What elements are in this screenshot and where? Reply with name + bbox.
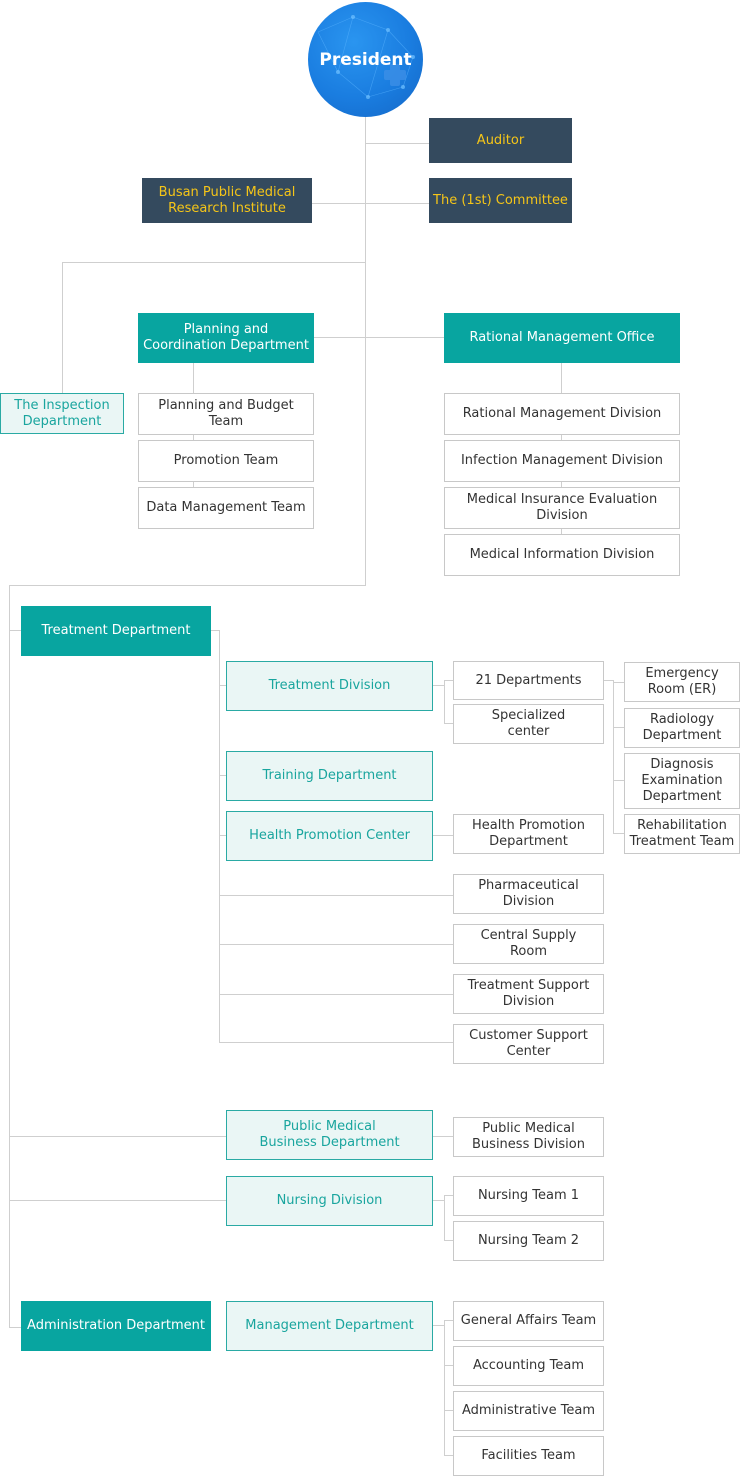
treatment-unit-box: Radiology Department: [624, 708, 740, 748]
auditor-box: Auditor: [429, 118, 572, 163]
treatment-unit-box: Rehabilitation Treatment Team: [624, 814, 740, 854]
connector-line: [313, 337, 444, 338]
connector-line: [9, 585, 366, 586]
nursing-division-box: Nursing Division: [226, 1176, 433, 1226]
president-node: President: [308, 2, 423, 117]
support-division-box: Customer Support Center: [453, 1024, 604, 1064]
connector-line: [444, 1195, 453, 1196]
connector-line: [603, 680, 614, 681]
connector-line: [444, 1410, 453, 1411]
rational-division-box: Infection Management Division: [444, 440, 680, 482]
treatment-unit-box: Emergency Room (ER): [624, 662, 740, 702]
connector-line: [9, 1136, 226, 1137]
support-division-box: Treatment Support Division: [453, 974, 604, 1014]
connector-line: [219, 835, 226, 836]
nursing-team-box: Nursing Team 1: [453, 1176, 604, 1216]
connector-line: [444, 723, 453, 724]
connector-line: [219, 685, 226, 686]
president-label: President: [319, 49, 412, 70]
connector-line: [444, 1320, 453, 1321]
administration-team-box: General Affairs Team: [453, 1301, 604, 1341]
administration-team-box: Facilities Team: [453, 1436, 604, 1476]
rational-division-box: Medical Insurance Evaluation Division: [444, 487, 680, 529]
connector-line: [219, 994, 453, 995]
planning-team-box: Promotion Team: [138, 440, 314, 482]
connector-line: [444, 1320, 445, 1456]
connector-line: [312, 203, 429, 204]
connector-line: [219, 1042, 453, 1043]
administration-team-box: Accounting Team: [453, 1346, 604, 1386]
support-division-box: Central Supply Room: [453, 924, 604, 964]
treatment-sub-box: 21 Departments: [453, 661, 604, 700]
public-medical-department-box: Public Medical Business Department: [226, 1110, 433, 1160]
connector-line: [432, 1136, 453, 1137]
connector-line: [9, 1200, 226, 1201]
connector-line: [432, 1200, 445, 1201]
connector-line: [444, 1195, 445, 1241]
connector-line: [444, 1365, 453, 1366]
public-medical-division-box: Public Medical Business Division: [453, 1117, 604, 1157]
health-promotion-department-box: Health Promotion Department: [453, 814, 604, 854]
management-department-box: Management Department: [226, 1301, 433, 1351]
connector-line: [444, 680, 453, 681]
connector-line: [432, 835, 453, 836]
administration-department-box: Administration Department: [21, 1301, 211, 1351]
connector-line: [219, 944, 453, 945]
treatment-department-box: Treatment Department: [21, 606, 211, 656]
planning-team-box: Planning and Budget Team: [138, 393, 314, 435]
connector-line: [62, 262, 366, 263]
connector-line: [219, 895, 453, 896]
connector-line: [219, 775, 226, 776]
connector-line: [432, 1325, 445, 1326]
rational-management-office-box: Rational Management Office: [444, 313, 680, 363]
connector-line: [62, 262, 63, 393]
connector-line: [432, 685, 445, 686]
support-division-box: Pharmaceutical Division: [453, 874, 604, 914]
rational-division-box: Medical Information Division: [444, 534, 680, 576]
administration-team-box: Administrative Team: [453, 1391, 604, 1431]
connector-line: [211, 630, 220, 631]
connector-line: [444, 680, 445, 724]
connector-line: [9, 630, 21, 631]
treatment-unit-box: Diagnosis Examination Department: [624, 753, 740, 809]
connector-line: [219, 630, 220, 1043]
connector-line: [9, 585, 10, 1328]
treatment-sub-box: Specialized center: [453, 704, 604, 744]
connector-line: [613, 727, 624, 728]
connector-line: [444, 1455, 453, 1456]
connector-line: [9, 1327, 21, 1328]
connector-line: [365, 116, 366, 586]
health-promotion-center-box: Health Promotion Center: [226, 811, 433, 861]
connector-line: [613, 680, 614, 834]
committee-box: The (1st) Committee: [429, 178, 572, 223]
network-pattern-icon: [317, 15, 415, 99]
connector-line: [365, 143, 429, 144]
treatment-division-box: Treatment Division: [226, 661, 433, 711]
research-institute-box: Busan Public Medical Research Institute: [142, 178, 312, 223]
planning-coordination-box: Planning and Coordination Department: [138, 313, 314, 363]
inspection-department-box: The Inspection Department: [0, 393, 124, 434]
connector-line: [613, 682, 624, 683]
rational-division-box: Rational Management Division: [444, 393, 680, 435]
planning-team-box: Data Management Team: [138, 487, 314, 529]
training-department-box: Training Department: [226, 751, 433, 801]
connector-line: [613, 833, 624, 834]
connector-line: [444, 1240, 453, 1241]
connector-line: [613, 780, 624, 781]
nursing-team-box: Nursing Team 2: [453, 1221, 604, 1261]
